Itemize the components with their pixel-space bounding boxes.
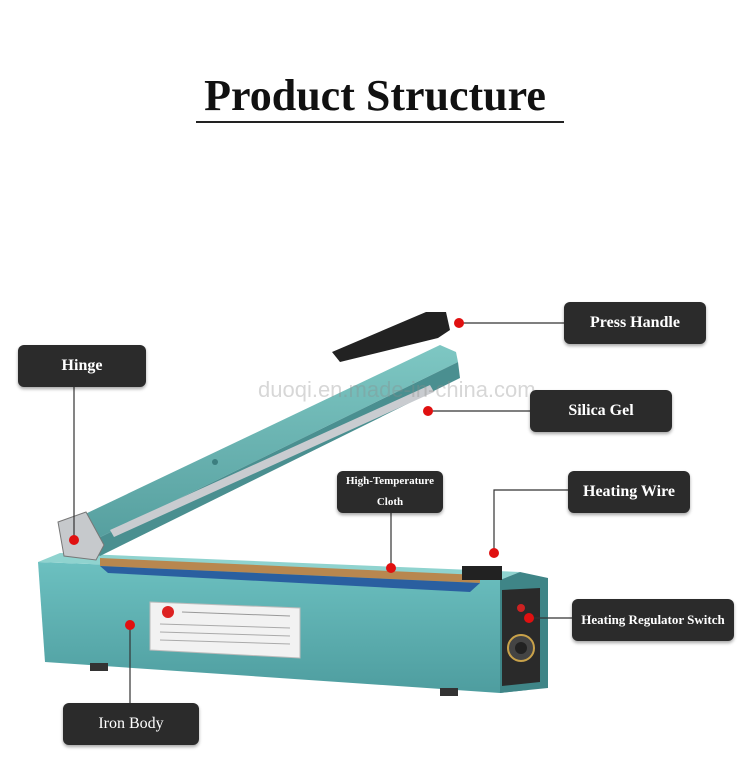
high-temperature-cloth: [100, 558, 480, 583]
marker-iron-body: [125, 620, 135, 630]
label-high-temp-cloth-line2: Cloth: [376, 496, 404, 508]
marker-heating-wire: [489, 548, 499, 558]
marker-press-handle: [454, 318, 464, 328]
markers: [69, 318, 534, 630]
label-iron-body: Iron Body: [63, 703, 199, 745]
label-high-temp-cloth-line1: High-Temperature: [346, 475, 434, 488]
label-hinge: Hinge: [18, 345, 146, 387]
label-heating-regulator-switch: Heating Regulator Switch: [572, 599, 734, 641]
page-title: Product Structure: [204, 71, 546, 120]
press-handle: [332, 312, 450, 362]
marker-high-temp-cloth: [386, 563, 396, 573]
heating-regulator-panel: [502, 588, 540, 686]
product-sticker: [149, 601, 301, 659]
label-high-temp-cloth: High-Temperature Cloth: [337, 471, 443, 513]
blue-strip: [100, 566, 480, 592]
watermark: duoqi.en.made-in-china.com: [258, 377, 536, 402]
marker-heating-regulator: [524, 613, 534, 623]
press-arm: [62, 312, 460, 556]
heating-wire-block: [462, 566, 502, 580]
marker-hinge: [69, 535, 79, 545]
label-silica-gel: Silica Gel: [530, 390, 672, 432]
label-press-handle: Press Handle: [564, 302, 706, 344]
marker-silica-gel: [423, 406, 433, 416]
title-underline: [196, 121, 564, 123]
leader-lines: [73, 322, 572, 703]
label-heating-wire: Heating Wire: [568, 471, 690, 513]
